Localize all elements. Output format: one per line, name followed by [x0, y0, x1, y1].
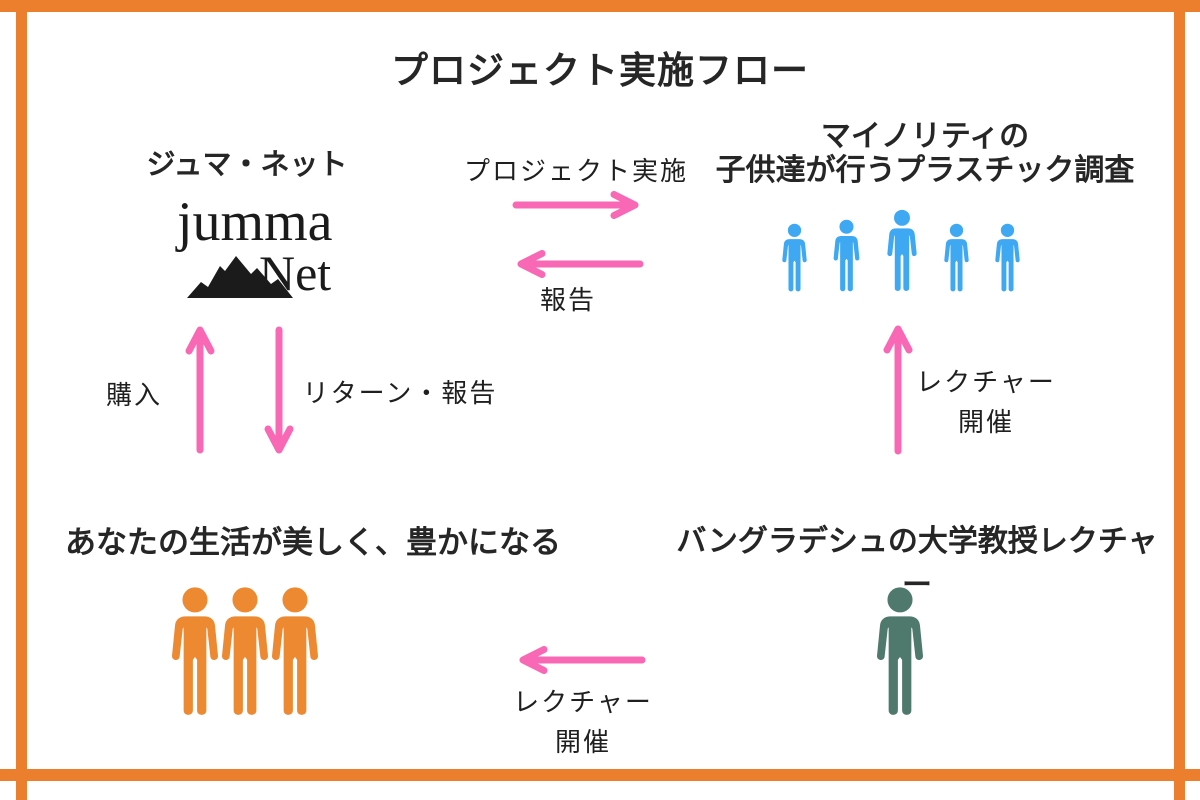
frame-border-left — [16, 0, 27, 800]
label-lecture-children: レクチャー 開催 — [886, 363, 1086, 443]
arrow-lecture-left — [512, 646, 646, 674]
frame-border-top — [0, 0, 1200, 12]
children-group — [777, 209, 1025, 293]
person-icon — [877, 587, 923, 715]
arrow-lecture-up — [882, 323, 914, 457]
professor-label: バングラデシュの大学教授レクチャー — [676, 525, 1158, 602]
person-icon — [995, 223, 1020, 292]
person-icon — [782, 223, 807, 292]
person-icon — [833, 219, 860, 292]
person-icon — [944, 223, 969, 292]
arrow-report-left — [510, 250, 644, 278]
supporters-group — [170, 586, 320, 718]
label-return-report: リターン・報告 — [302, 379, 498, 408]
arrow-project-exec-right — [512, 191, 646, 219]
label-lecture-supporters-line1: レクチャー — [513, 688, 653, 717]
label-lecture-supporters-line2: 開催 — [554, 728, 611, 757]
label-lecture-children-line2: 開催 — [957, 408, 1014, 437]
minority-label-line2: 子供達が行うプラスチック調査 — [715, 154, 1135, 187]
label-lecture-children-line1: レクチャー — [916, 368, 1056, 397]
arrow-purchase-up — [184, 324, 216, 456]
arrow-return-report-down — [263, 324, 295, 456]
supporters-label: あなたの生活が美しく、豊かになる — [65, 525, 561, 560]
minority-children-label: マイノリティの 子供達が行うプラスチック調査 — [690, 120, 1160, 188]
professor-figure — [867, 586, 933, 718]
label-purchase: 購入 — [105, 381, 162, 410]
jumma-net-logo: jumma Net — [175, 194, 355, 310]
minority-label-line1: マイノリティの — [820, 120, 1030, 153]
logo-text-jumma: jumma — [177, 191, 333, 253]
jumma-net-label: ジュマ・ネット — [146, 149, 348, 181]
logo-text-net: Net — [259, 245, 332, 301]
mountain-icon — [187, 256, 305, 298]
label-project-exec: プロジェクト実施 — [463, 157, 688, 186]
person-icon — [272, 587, 318, 715]
page-title: プロジェクト実施フロー — [391, 50, 809, 91]
frame-border-bottom — [0, 769, 1200, 781]
frame-border-right — [1174, 0, 1185, 800]
label-report: 報告 — [539, 286, 596, 315]
person-icon — [887, 209, 917, 292]
label-lecture-supporters: レクチャー 開催 — [483, 683, 683, 763]
